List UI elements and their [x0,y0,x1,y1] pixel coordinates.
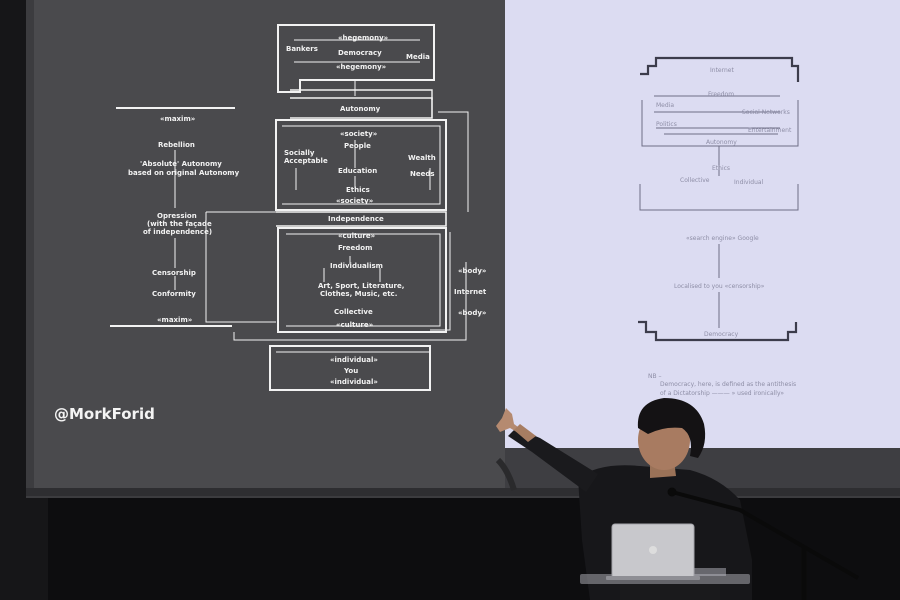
left-diagram [110,24,469,391]
label-r-search-engine: «search engine» Google [686,235,759,242]
label-maxim-top: «maxim» [160,115,195,123]
label-autonomy: Autonomy [340,105,381,113]
label-culture-bottom: «culture» [336,321,373,329]
label-r-individual: Individual [734,179,764,186]
laptop-logo-icon [649,546,657,554]
hegemony-box [277,24,435,93]
label-socially: Socially [284,149,315,157]
label-absolute-autonomy: 'Absolute' Autonomy [140,160,222,168]
label-r-social-networks: Social Networks [742,109,790,116]
label-acceptable: Acceptable [284,157,328,165]
label-individual-bottom: «individual» [330,378,378,386]
label-culture-top: «culture» [338,232,375,240]
label-r-localised: Localised to you «censorship» [674,283,765,290]
label-maxim-bottom: «maxim» [157,316,192,324]
raised-hand [496,408,522,434]
label-individualism: Individualism [330,262,383,270]
label-democracy: Democracy [338,49,382,57]
label-r-collective: Collective [680,177,710,184]
label-ethics: Ethics [346,186,370,194]
left-diagram-labels: «hegemony» Bankers Democracy Media «hege… [54,34,487,423]
label-r-freedom: Freedom [708,91,734,98]
label-absolute-autonomy-2: based on original Autonomy [128,169,240,177]
label-r-autonomy: Autonomy [706,139,737,146]
label-rebellion: Rebellion [158,141,195,149]
culture-box [277,227,447,333]
society-box [275,119,447,211]
label-collective: Collective [334,308,373,316]
label-r-ethics: Ethics [712,165,730,172]
label-r-entertainment: Entertainment [748,127,792,134]
autonomy-box [290,97,433,119]
right-diagram-labels: Internet Freedom Media Social Networks P… [648,67,796,397]
microphone-stand [667,487,859,600]
label-bankers: Bankers [286,45,318,53]
label-opression-2: (with the façade [147,220,212,228]
label-r-nb: NB – [648,373,662,380]
label-body-bottom: «body» [458,309,486,317]
label-r-democracy: Democracy [704,331,739,338]
label-hegemony-top: «hegemony» [338,34,388,42]
label-freedom: Freedom [338,244,372,252]
label-body-top: «body» [458,267,486,275]
label-hegemony-bottom: «hegemony» [336,63,386,71]
label-people: People [344,142,371,150]
label-independence: Independence [328,215,384,223]
label-r-politics: Politics [656,121,677,128]
speaker-hair [637,398,706,458]
label-censorship: Censorship [152,269,196,277]
label-individual-top: «individual» [330,356,378,364]
label-needs: Needs [410,170,435,178]
label-society-bottom: «society» [336,197,373,205]
label-clothes: Clothes, Music, etc. [320,290,397,298]
label-conformity: Conformity [152,290,196,298]
label-opression-3: of independence) [143,228,212,236]
right-slide [505,0,900,448]
label-r-media: Media [656,102,674,109]
laptop [606,523,700,580]
projection-screen [26,0,900,498]
democracy-bracket [638,320,798,342]
label-education: Education [338,167,377,175]
label-wealth: Wealth [408,154,436,162]
internet-bracket [640,56,800,82]
label-art: Art, Sport, Literature, [318,282,404,290]
label-r-nb-line-2: of a Dictatorship ——— » used ironically» [660,390,784,397]
left-slide [34,0,506,490]
label-r-nb-line-1: Democracy, here, is defined as the antit… [660,381,796,388]
right-diagram [638,56,800,342]
label-media: Media [406,53,430,61]
label-opression: Opression [157,212,197,220]
label-you: You [343,367,358,375]
label-society-top: «society» [340,130,377,138]
twitter-handle: @MorkForid [54,405,155,423]
individual-box [269,345,431,391]
label-internet: Internet [454,288,487,296]
phone [690,568,726,576]
label-r-internet: Internet [710,67,734,74]
